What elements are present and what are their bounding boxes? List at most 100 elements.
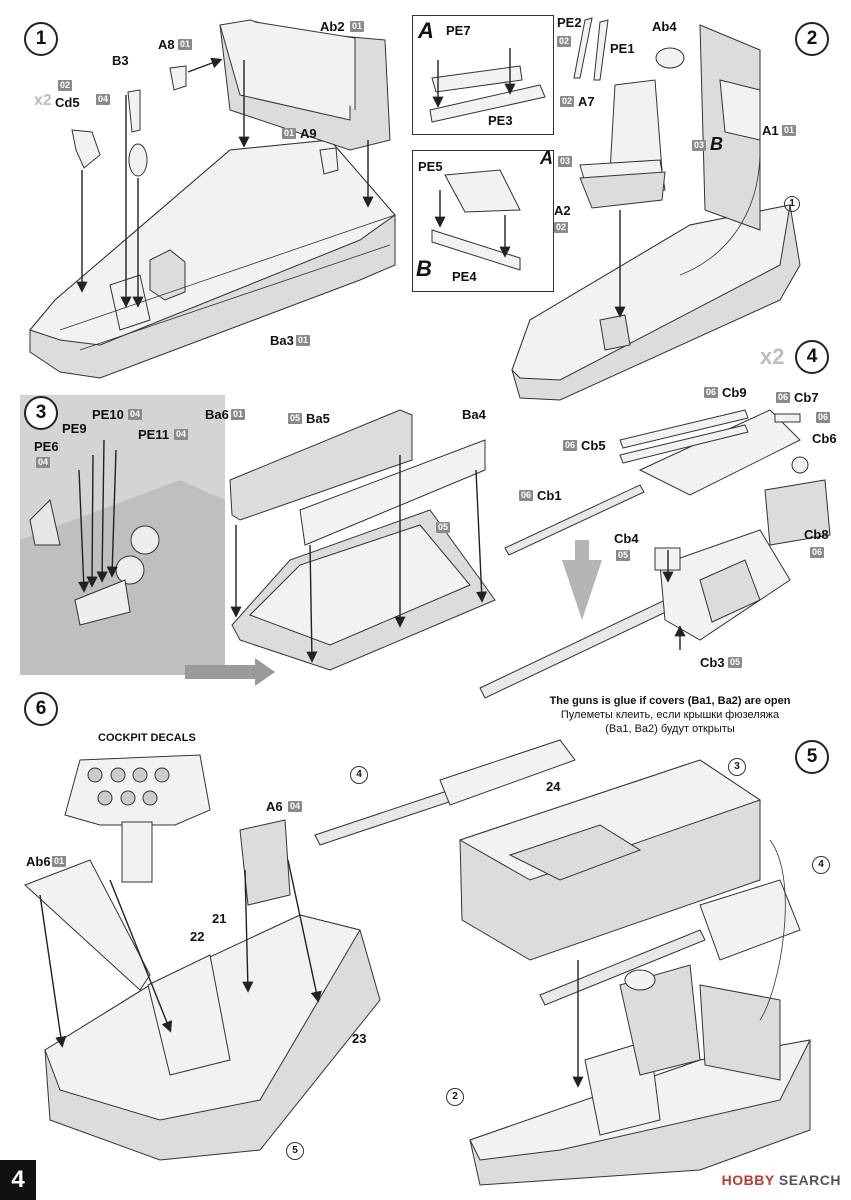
- tag-cb3: 05: [728, 657, 743, 668]
- gun-note: The guns is glue if covers (Ba1, Ba2) ar…: [520, 694, 820, 736]
- tag-ba6: 01: [231, 409, 246, 420]
- ref-step5-4b: 4: [812, 856, 830, 874]
- label-ab4: Ab4: [652, 19, 677, 34]
- tag-b3: 04: [96, 94, 111, 105]
- label-cb8: Cb8: [804, 527, 829, 542]
- inset-a-frame: [412, 15, 554, 135]
- label-a1: A1: [762, 123, 779, 138]
- label-cd5: Cd5: [55, 95, 80, 110]
- ref-step5-24: 24: [546, 779, 561, 794]
- label-pe2: PE2: [557, 15, 582, 30]
- ref-step-1: 1: [784, 196, 800, 212]
- step-number-2: 2: [795, 22, 829, 56]
- label-ba3: Ba3: [270, 333, 294, 348]
- inset-a-letter: A: [418, 18, 434, 43]
- tag-a6: 04: [288, 801, 303, 812]
- label-pe5: PE5: [418, 159, 443, 174]
- tag-cb8: 06: [810, 547, 825, 558]
- tag-cb5: 06: [563, 440, 578, 451]
- step-number-6: 6: [24, 692, 58, 726]
- inset-b-frame: [412, 150, 554, 292]
- step4-gun-assembled: [479, 529, 791, 699]
- tag-pe10: 04: [128, 409, 143, 420]
- inset-b-letter: B: [416, 256, 432, 281]
- tag-ref-b: 03: [692, 140, 707, 151]
- gun-note-russian-1: Пулеметы клеить, если крышки фюзеляжа: [560, 709, 780, 721]
- ref-step6-21: 21: [212, 911, 227, 926]
- page-number: 4: [0, 1160, 36, 1200]
- watermark-word: SEARCH: [778, 1172, 841, 1188]
- tag-a1: 01: [782, 125, 797, 136]
- step4-gun-exploded: [504, 409, 831, 556]
- label-a2: A2: [554, 203, 571, 218]
- tag-pe6: 04: [36, 457, 51, 468]
- step1-floor-assembly: [29, 19, 396, 379]
- ref-step5-2: 2: [446, 1088, 464, 1106]
- inset-b-drawing: [431, 169, 521, 271]
- label-ab6: Ab6: [26, 854, 51, 869]
- step4-multiplier: x2: [760, 344, 785, 369]
- tag-ba4: 05: [436, 522, 451, 533]
- tag-cd5: 02: [58, 80, 73, 91]
- ref-a: A: [540, 148, 553, 168]
- label-pe1: PE1: [610, 41, 635, 56]
- watermark: HOBBY SEARCH: [722, 1172, 841, 1188]
- step5-upper-assembly: [314, 739, 801, 1006]
- tag-pe2: 02: [557, 36, 572, 47]
- label-a8: A8: [158, 37, 175, 52]
- tag-a7: 02: [560, 96, 575, 107]
- ref-step5-4a: 4: [350, 766, 368, 784]
- label-ba4: Ba4: [462, 407, 486, 422]
- step3-detail-view: [20, 395, 275, 686]
- ref-step6-23: 23: [352, 1031, 367, 1046]
- step6-cockpit-assembly: [24, 819, 381, 1161]
- label-b3: B3: [112, 53, 129, 68]
- label-a6: A6: [266, 799, 283, 814]
- ref-step6-22: 22: [190, 929, 205, 944]
- step-number-5: 5: [795, 740, 829, 774]
- step-number-3: 3: [24, 396, 58, 430]
- label-cb5: Cb5: [581, 438, 606, 453]
- step1-part-a8: [169, 57, 223, 91]
- tag-a2: 02: [554, 222, 569, 233]
- label-pe4: PE4: [452, 269, 477, 284]
- tag-ab2: 01: [350, 21, 365, 32]
- cockpit-decals-title: COCKPIT DECALS: [98, 732, 196, 744]
- step-number-4: 4: [795, 340, 829, 374]
- label-cb3: Cb3: [700, 655, 725, 670]
- step2-belts: [573, 17, 609, 81]
- step2-armor-plate: [655, 24, 761, 276]
- gun-note-russian-2: (Ba1, Ba2) будут открыты: [605, 723, 735, 735]
- tag-ref-a: 03: [558, 156, 573, 167]
- label-pe10: PE10: [92, 407, 124, 422]
- tag-cb4: 05: [616, 550, 631, 561]
- tag-cb7-2: 06: [816, 412, 831, 423]
- ref-step5-3: 3: [728, 758, 746, 776]
- tag-ab6: 01: [52, 856, 67, 867]
- step2-floor-assembly: [511, 204, 801, 401]
- step2-seat: [579, 79, 666, 318]
- ref-step6-5: 5: [286, 1142, 304, 1160]
- label-cb9: Cb9: [722, 385, 747, 400]
- label-cb6: Cb6: [812, 431, 837, 446]
- label-cb4: Cb4: [614, 531, 639, 546]
- ref-b: B: [710, 134, 723, 154]
- tag-a8: 01: [178, 39, 193, 50]
- step1-part-b3-stick: [127, 89, 148, 308]
- label-ba6: Ba6: [205, 407, 229, 422]
- step1-multiplier: x2: [34, 92, 52, 109]
- step3-walls-assembly: [229, 409, 496, 671]
- label-pe3: PE3: [488, 113, 513, 128]
- inset-a-drawing: [429, 48, 546, 123]
- label-pe9: PE9: [62, 421, 87, 436]
- step5-lower-assembly: [469, 839, 811, 1186]
- tag-cb1: 06: [519, 490, 534, 501]
- tag-a9: 01: [282, 128, 297, 139]
- tag-pe11: 04: [174, 429, 189, 440]
- label-cb1: Cb1: [537, 488, 562, 503]
- step1-part-a9: [120, 60, 374, 308]
- label-pe7: PE7: [446, 23, 471, 38]
- label-a7: A7: [578, 94, 595, 109]
- gun-note-english: The guns is glue if covers (Ba1, Ba2) ar…: [549, 695, 791, 707]
